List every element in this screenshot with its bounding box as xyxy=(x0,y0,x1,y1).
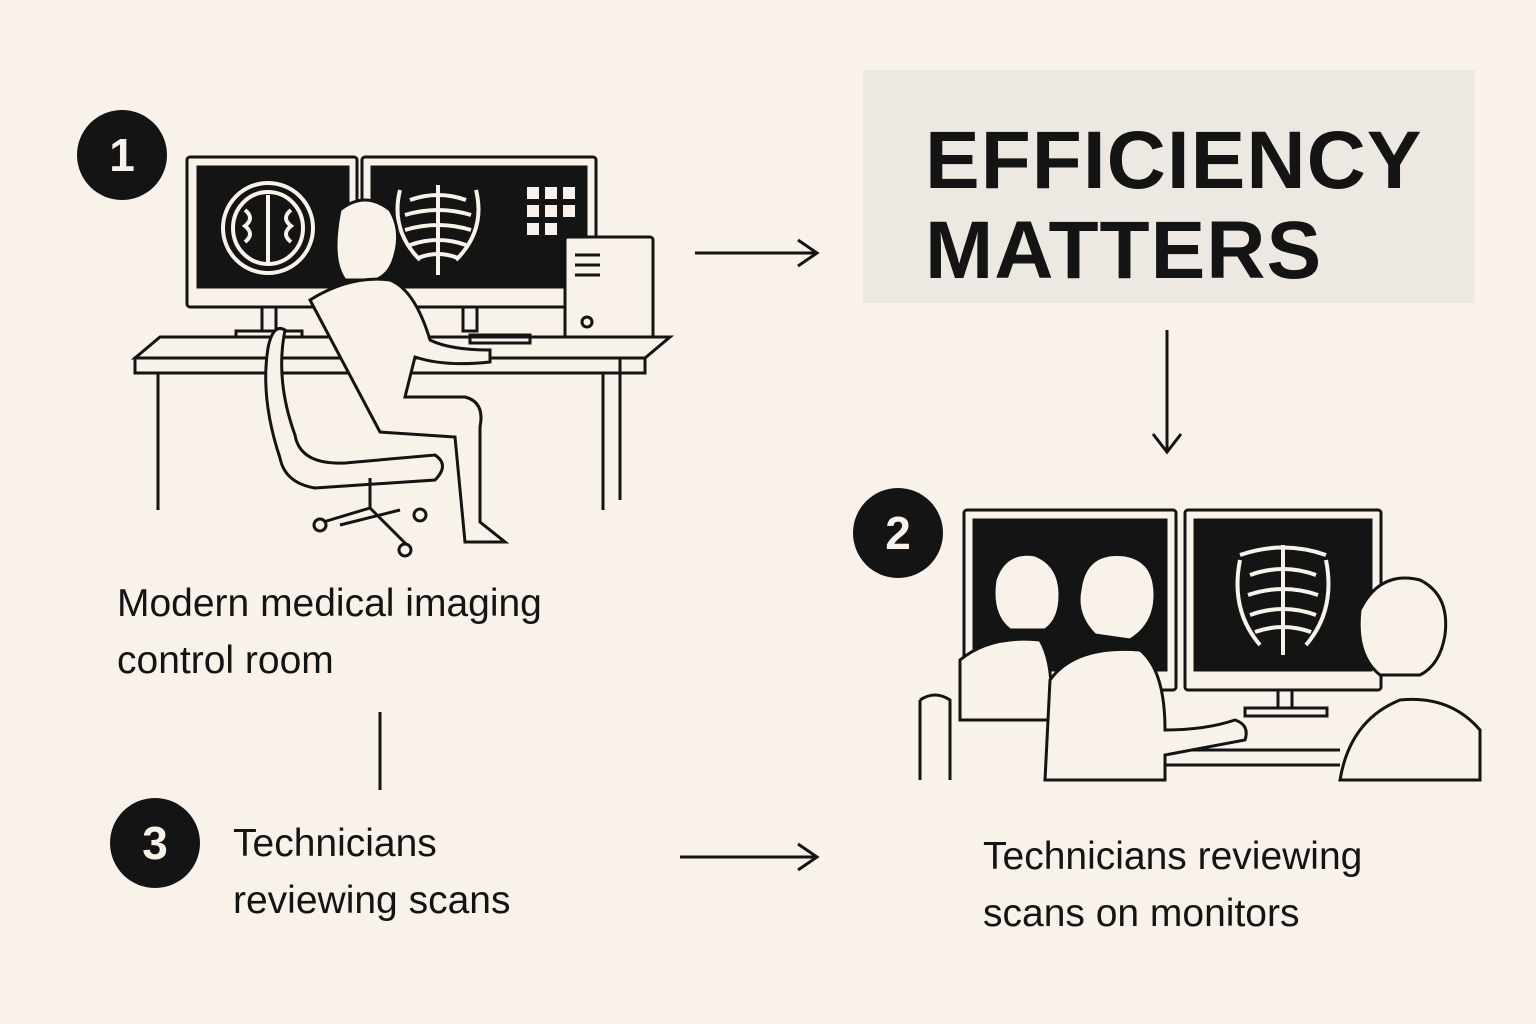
step-1-caption: Modern medical imaging control room xyxy=(117,575,542,689)
monitor-right xyxy=(1183,508,1383,718)
technician-middle xyxy=(1043,552,1248,782)
caption-line: Technicians reviewing xyxy=(983,835,1363,878)
arrow-down-icon xyxy=(1151,330,1183,455)
monitor-left xyxy=(185,155,359,341)
title-box: EFFICIENCY MATTERS xyxy=(863,70,1475,303)
seated-technician xyxy=(264,198,510,558)
technician-left xyxy=(918,552,1062,780)
title-line-2: MATTERS xyxy=(925,205,1323,296)
caption-line: Technicians xyxy=(233,822,437,865)
step-2-caption: Technicians reviewing scans on monitors xyxy=(983,828,1362,942)
brain-scan-icon xyxy=(221,181,315,275)
step-2-badge: 2 xyxy=(853,488,943,578)
step-3-badge: 3 xyxy=(110,798,200,888)
ribcage-xray-icon xyxy=(1235,545,1331,655)
caption-line: reviewing scans xyxy=(233,879,511,922)
step-1-badge: 1 xyxy=(77,110,167,200)
title-line-1: EFFICIENCY xyxy=(925,115,1423,206)
arrow-right-icon xyxy=(695,238,820,268)
step-3-caption: Technicians reviewing scans xyxy=(233,815,510,929)
arrow-right-icon xyxy=(680,842,820,872)
ribcage-xray-icon xyxy=(395,185,481,275)
caption-line: scans on monitors xyxy=(983,892,1300,935)
caption-line: Modern medical imaging xyxy=(117,582,542,625)
caption-line: control room xyxy=(117,639,334,682)
technician-right xyxy=(1338,576,1482,782)
grid-panel-icon xyxy=(527,187,575,235)
